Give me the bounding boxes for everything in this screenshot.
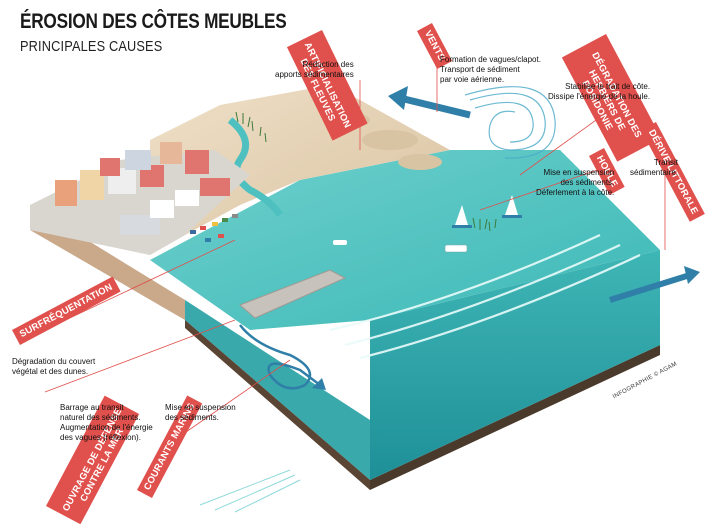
page-subtitle: PRINCIPALES CAUSES xyxy=(20,38,163,55)
current-arrowhead xyxy=(312,378,326,390)
current-wisps xyxy=(199,469,301,513)
note-surfrequentation: Dégradation du couvert végétal et des du… xyxy=(12,357,96,376)
vegetation xyxy=(235,111,497,232)
city-ground xyxy=(30,150,250,255)
sea-front-face xyxy=(370,250,660,480)
beach-sand xyxy=(150,85,450,255)
wind-arrowhead xyxy=(388,86,408,110)
wave-crests xyxy=(329,234,641,360)
note-houle: Mise en suspension des sédiments. Déferl… xyxy=(536,168,615,197)
note-courants: Mise en suspension des sédiments. xyxy=(165,403,236,422)
note-posidonie: Stabilise le trait de côte. Dissipe l'én… xyxy=(548,82,651,101)
page-title: ÉROSION DES CÔTES MEUBLES xyxy=(20,10,287,33)
current-loop xyxy=(239,324,321,390)
motorboat xyxy=(444,244,468,253)
note-derive: Transit sédimentaire. xyxy=(630,158,679,177)
parking-cars xyxy=(190,214,238,242)
drift-arrow xyxy=(609,272,691,303)
sea-surface xyxy=(150,150,660,330)
seabed-slope-face xyxy=(185,300,370,480)
wind-swirl xyxy=(464,86,556,159)
note-ouvrage: Barrage au transit naturel des sédiments… xyxy=(60,403,153,442)
sailboats xyxy=(452,195,522,228)
earth-bottom xyxy=(370,345,660,490)
earth-bottom-left xyxy=(185,320,370,490)
breakwater xyxy=(239,269,347,319)
note-artificialisation: Réduction des apports sédimentaires xyxy=(275,60,354,79)
wind-arrow xyxy=(399,94,471,119)
small-boat xyxy=(333,240,347,245)
buildings xyxy=(55,142,230,235)
drift-arrowhead xyxy=(684,266,700,284)
note-vents: Formation de vagues/clapot. Transport de… xyxy=(440,55,541,84)
